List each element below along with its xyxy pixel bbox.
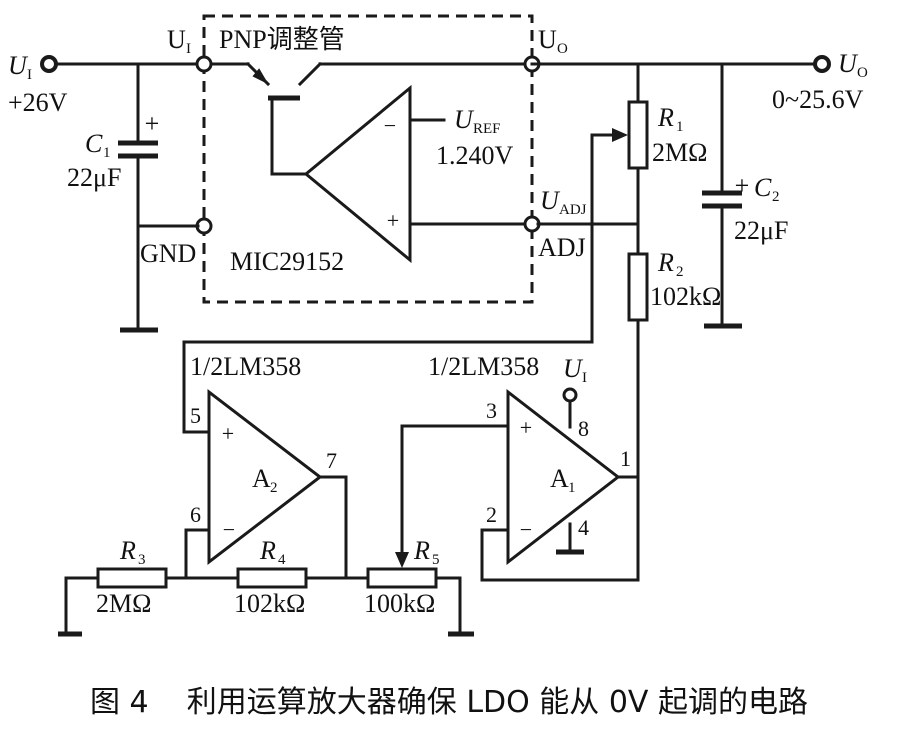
r2-name: R [657, 248, 674, 277]
pnp-collector-lead [297, 61, 323, 87]
a1-vcc-terminal [562, 387, 578, 403]
c1-value: 22μF [67, 163, 121, 192]
c2-name-sub: 2 [772, 189, 780, 205]
output-symbol-sub: O [857, 65, 868, 81]
r1-name: R [657, 103, 674, 132]
a2-pin-out: 7 [326, 448, 337, 473]
r2-name-sub: 2 [676, 264, 684, 280]
regulator-name: MIC29152 [230, 247, 344, 276]
vref-symbol: U [454, 105, 475, 134]
r5-wiper-arrow [395, 552, 409, 568]
a1-supply-symbol-sub: I [582, 370, 587, 386]
a2-name-sub: 2 [270, 480, 278, 496]
source-symbol: U [8, 51, 29, 80]
r5-wiper-wire [400, 424, 510, 562]
vref-value: 1.240V [436, 141, 514, 170]
a1-pin-plus: 3 [486, 398, 497, 423]
a2-name: A [252, 464, 271, 493]
pin-uo-label: U [538, 25, 557, 54]
a1-part-label: 1/2LM358 [428, 352, 539, 381]
c2-name: C [754, 173, 772, 202]
source-symbol-sub: I [27, 67, 32, 83]
source-voltage: +26V [8, 88, 68, 117]
r2-resistor [627, 252, 649, 322]
a2-plus-sign: + [222, 421, 234, 446]
a1-pin-gnd: 4 [578, 515, 589, 540]
r4-name: R [259, 536, 276, 565]
adj-node-symbol-sub: ADJ [559, 202, 587, 218]
r2-value: 102kΩ [650, 282, 721, 311]
r3-value: 2MΩ [96, 589, 151, 618]
pin-ui-label-sub: I [186, 41, 191, 57]
a2-pin-minus: 6 [190, 502, 201, 527]
c1-name: C [85, 129, 103, 158]
pnp-pass-label: PNP调整管 [219, 25, 345, 54]
c1-polarity: + [145, 109, 160, 138]
a1-plus-sign: + [520, 415, 532, 440]
pnp-emitter-arrow [252, 68, 269, 85]
r3-name: R [119, 536, 136, 565]
c1-name-sub: 1 [103, 145, 111, 161]
regulator-boundary [202, 14, 534, 304]
pnp-base-drive-wire [270, 96, 310, 176]
r5-name: R [413, 536, 430, 565]
r1-name-sub: 1 [676, 119, 684, 135]
r3-ground-wire [64, 576, 100, 636]
r3-resistor [96, 567, 168, 589]
adj-pin-label: ADJ [538, 233, 586, 262]
r1-value: 2MΩ [652, 138, 707, 167]
r3-name-sub: 3 [138, 552, 146, 568]
output-range: 0~25.6V [772, 85, 864, 114]
gnd-pin-label: GND [140, 239, 196, 268]
a1-name-sub: 1 [568, 480, 576, 496]
r5-name-sub: 5 [432, 552, 440, 568]
output-symbol: U [838, 49, 859, 78]
r4-resistor [236, 567, 308, 589]
vref-symbol-sub: REF [473, 121, 501, 137]
a1-supply-symbol: U [563, 354, 584, 383]
error-amp-plus-sign: + [387, 208, 399, 233]
a1-minus-sign: − [520, 517, 532, 542]
r5-resistor [366, 567, 438, 589]
error-amp-minus-sign: − [384, 113, 396, 138]
a2-pin-plus: 5 [190, 403, 201, 428]
r1-resistor [627, 100, 649, 170]
pin-uo-label-sub: O [557, 41, 568, 57]
pin-ui-label: U [167, 25, 186, 54]
a2-part-label: 1/2LM358 [190, 352, 301, 381]
r5-value: 100kΩ [364, 589, 435, 618]
output-terminal [813, 55, 831, 73]
c2-polarity: + [735, 171, 750, 200]
a1-pin-minus: 2 [486, 502, 497, 527]
c2-value: 22μF [734, 216, 788, 245]
figure-caption: 图 4 利用运算放大器确保 LDO 能从 0V 起调的电路 [90, 685, 808, 720]
a1-pin-out: 1 [620, 446, 631, 471]
a1-name: A [550, 464, 569, 493]
input-terminal [40, 55, 58, 73]
r5-ground-wire [434, 576, 462, 636]
r4-value: 102kΩ [234, 589, 305, 618]
a2-output-wire [318, 475, 348, 580]
pin-ui-terminal [195, 55, 213, 73]
r1-wiper-arrow [612, 128, 628, 142]
a2-minus-input-wire [184, 528, 211, 580]
adj-node-symbol: U [540, 186, 561, 215]
r4-name-sub: 4 [278, 552, 286, 568]
a2-minus-sign: − [223, 517, 235, 542]
opamp-a1 [506, 388, 621, 566]
r1-wiper-wire [182, 133, 622, 434]
a1-feedback-wire [480, 528, 640, 582]
error-amplifier [303, 84, 412, 264]
opamp-a2 [207, 388, 323, 566]
a1-pin-vcc: 8 [578, 416, 589, 441]
